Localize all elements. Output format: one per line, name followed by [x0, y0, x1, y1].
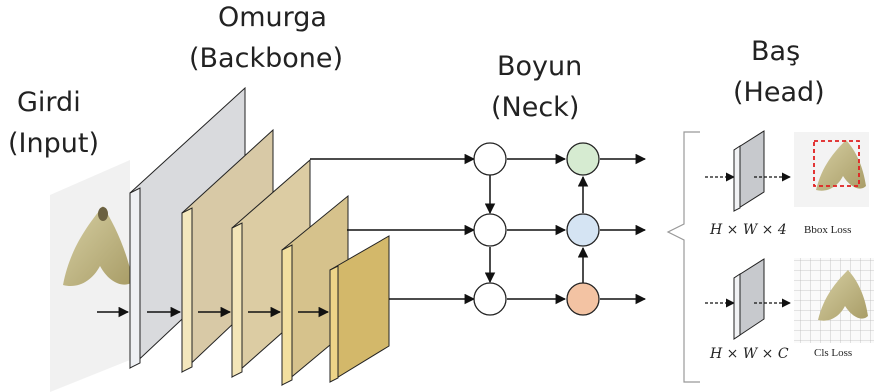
bbox-rectangle — [813, 140, 860, 187]
backbone-to-neck-arrows — [310, 153, 476, 305]
neck-label-line1: Boyun — [497, 51, 582, 82]
head-cls-branch: H × W × C Cls Loss — [705, 258, 874, 362]
neck-node-bottom-left — [473, 282, 507, 316]
input-image — [50, 160, 133, 392]
input-label-line2: (Input) — [8, 128, 99, 159]
head-bbox-branch: H × W × 4 Bbox Loss — [705, 130, 869, 238]
moth-icon — [818, 270, 868, 321]
bbox-loss-label: Bbox Loss — [804, 224, 851, 236]
backbone-label-line1: Omurga — [218, 2, 327, 33]
bbox-dims: H × W × 4 — [709, 222, 787, 238]
head-label-line1: Baş — [751, 36, 800, 67]
input-label-line1: Girdi — [17, 87, 81, 118]
neck-node-bottom-right — [566, 282, 600, 316]
bbox-image — [794, 132, 869, 207]
cls-grid-image — [794, 258, 874, 343]
moth-icon — [63, 206, 133, 287]
head-brace — [666, 131, 700, 383]
neck-connections — [484, 153, 647, 305]
neck-label-line2: (Neck) — [491, 92, 579, 123]
backbone-block-5 — [329, 235, 390, 383]
head-label-line2: (Head) — [733, 77, 825, 108]
neck-node-mid-right — [566, 213, 600, 247]
cls-loss-label: Cls Loss — [814, 347, 852, 359]
neck-node-mid-left — [473, 213, 507, 247]
cls-dims: H × W × C — [709, 346, 789, 362]
neck-node-top-right — [566, 142, 600, 176]
backbone-label-line2: (Backbone) — [189, 43, 343, 74]
neck-node-top-left — [473, 142, 507, 176]
moth-icon — [816, 140, 866, 191]
